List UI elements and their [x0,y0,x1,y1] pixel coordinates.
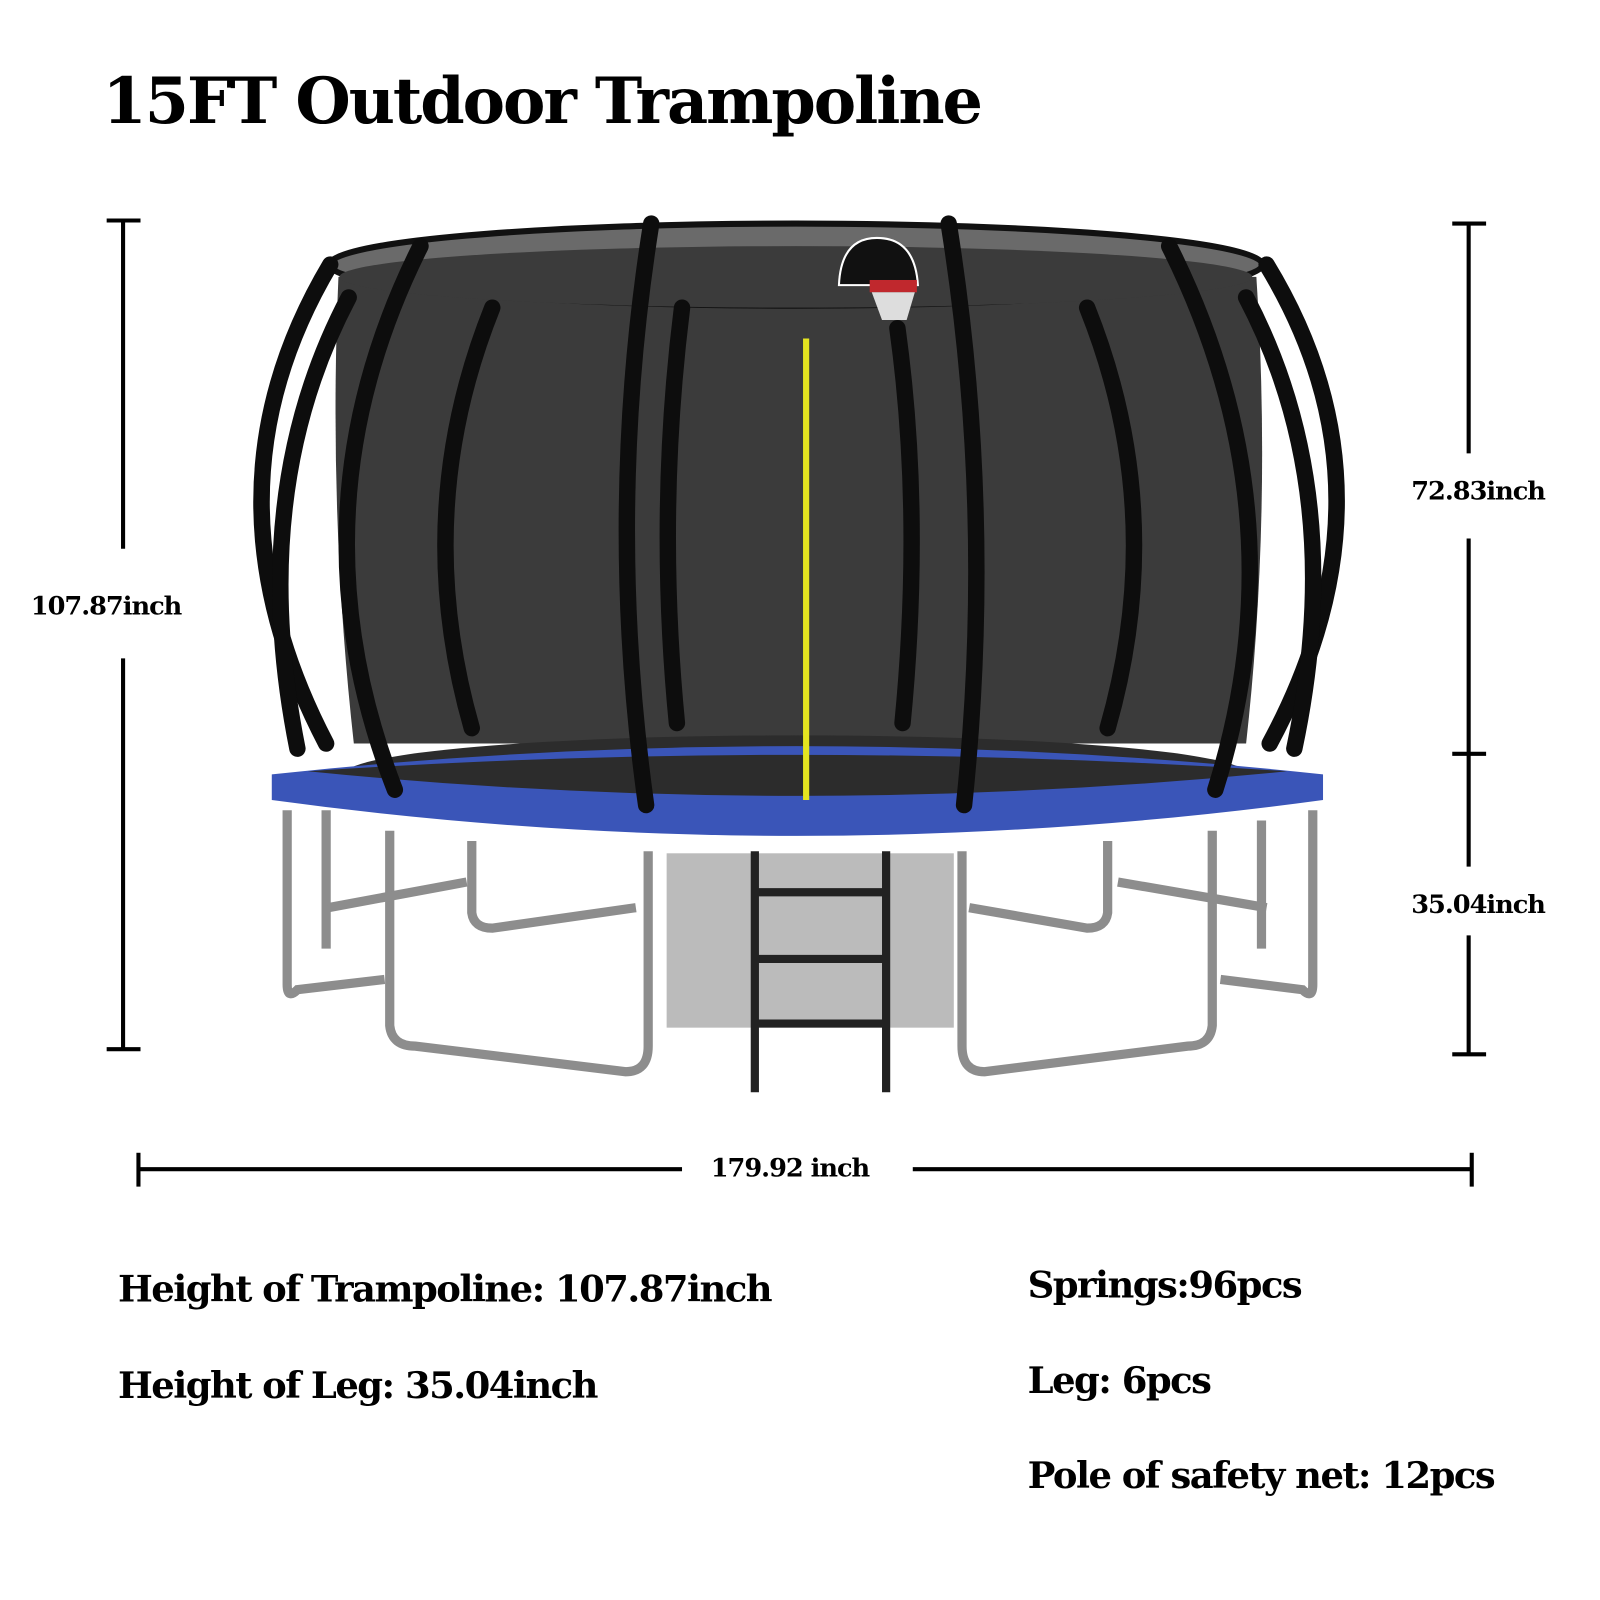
legs [282,810,1318,1077]
spec-height-trampoline: Height of Trampoline: 107.87inch [117,1267,773,1311]
page-title: 15FT Outdoor Trampoline [102,63,983,139]
enclosure-height-label: 72.83inch [1411,475,1546,506]
spec-legs: Leg: 6pcs [1027,1358,1212,1402]
spec-height-leg: Height of Leg: 35.04inch [117,1364,599,1408]
spec-springs: Springs:96pcs [1027,1263,1303,1307]
spec-poles: Pole of safety net: 12pcs [1027,1454,1496,1498]
net-poles [253,215,1345,814]
leg-height-label: 35.04inch [1411,889,1546,919]
total-height-label: 107.87inch [30,590,182,621]
basketball-hoop-icon [837,236,920,320]
ladder [666,851,954,1093]
diameter-label: 179.92 inch [710,1152,870,1183]
dimension-lines [106,218,1487,1187]
safety-net [335,276,1263,744]
